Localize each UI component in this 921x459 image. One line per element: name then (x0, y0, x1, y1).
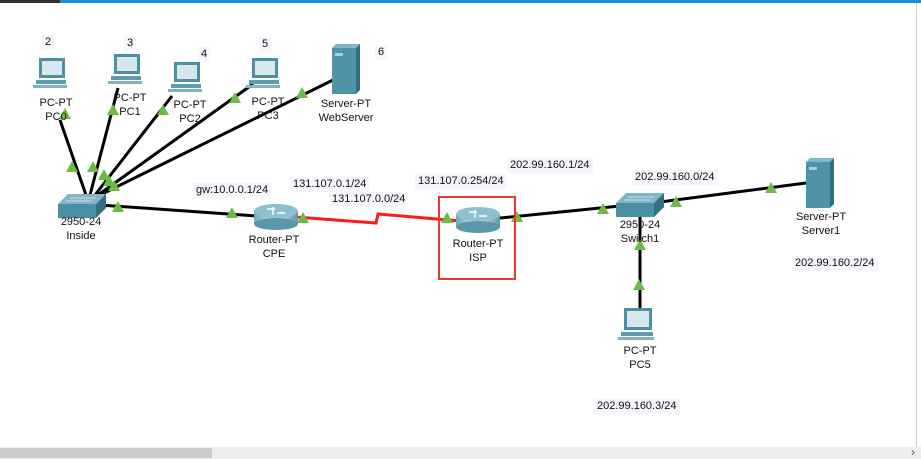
server1-label: Server-PT Server1 (796, 210, 846, 238)
port-indicator (597, 203, 609, 214)
device-model: PC-PT (39, 97, 73, 109)
server1-icon[interactable] (804, 158, 836, 210)
note-wan-network[interactable]: 131.107.0.0/24 (329, 192, 409, 207)
note-number[interactable]: 4 (198, 47, 211, 62)
note-isp-wan[interactable]: 131.107.0.254/24 (415, 174, 507, 189)
device-model: PC-PT (623, 345, 657, 357)
canvas-right-edge (916, 3, 917, 447)
link-switch1-server1 (659, 181, 807, 204)
pc2-label: PC-PT PC2 (174, 98, 207, 126)
port-indicator (441, 212, 453, 223)
top-bar-segment (0, 0, 60, 3)
pc1-label: PC-PT PC1 (114, 91, 147, 119)
cpe-label: Router-PT CPE (249, 233, 300, 261)
device-model: Server-PT (320, 98, 372, 110)
note-number[interactable]: 2 (42, 35, 55, 50)
pc1-icon[interactable] (108, 52, 148, 88)
links-layer (58, 78, 807, 308)
device-name: PC2 (179, 113, 201, 125)
port-indicator (59, 108, 71, 119)
device-model: PC-PT (173, 99, 207, 111)
port-indicator (98, 169, 110, 180)
note-isp-lan[interactable]: 202.99.160.1/24 (507, 158, 593, 173)
pc0-label: PC-PT PC0 (40, 96, 73, 124)
device-name: PC0 (45, 111, 67, 123)
port-indicator (103, 175, 115, 186)
top-accent-bar (0, 0, 921, 3)
pc3-label: PC-PT PC3 (252, 95, 285, 123)
note-cpe-wan[interactable]: 131.107.0.1/24 (290, 177, 370, 192)
device-model: 2950-24 (60, 216, 102, 228)
port-indicator (226, 207, 238, 218)
scroll-right-arrow-icon[interactable]: › (911, 445, 915, 459)
note-gateway[interactable]: gw:10.0.0.1/24 (193, 183, 272, 198)
isp-router-icon[interactable] (455, 205, 501, 235)
horizontal-scrollbar[interactable]: › (0, 445, 921, 459)
pc5-icon[interactable] (618, 306, 662, 346)
port-indicator (87, 161, 99, 172)
note-lan-network[interactable]: 202.99.160.0/24 (632, 170, 718, 185)
port-indicator (765, 182, 777, 193)
device-name: PC3 (257, 110, 279, 122)
link-inside-pc0 (58, 119, 88, 196)
webserver-label: Server-PT WebServer (319, 97, 374, 125)
pc5-label: PC-PT PC5 (624, 344, 657, 372)
note-number[interactable]: 5 (259, 37, 272, 52)
note-pc5-ip[interactable]: 202.99.160.3/24 (594, 399, 680, 414)
port-indicator (297, 212, 309, 223)
port-indicator (112, 201, 124, 212)
port-indicator (66, 161, 78, 172)
port-indicator (108, 180, 120, 191)
device-model: Server-PT (795, 211, 847, 223)
port-indicator (229, 92, 241, 103)
device-name: Server1 (801, 225, 841, 237)
scrollbar-thumb[interactable] (0, 448, 212, 458)
isp-selection-highlight (438, 196, 516, 280)
device-name: Switch1 (620, 233, 660, 245)
port-indicator (670, 196, 682, 207)
pc3-icon[interactable] (246, 56, 286, 92)
device-name: ISP (469, 252, 487, 264)
port-indicator (633, 279, 645, 290)
device-model: PC-PT (251, 96, 285, 108)
device-model: Router-PT (248, 234, 300, 246)
pc0-icon[interactable] (33, 56, 73, 92)
device-model: 2950-24 (619, 219, 661, 231)
port-indicator (157, 104, 169, 115)
link-cpe-isp-serial (294, 212, 461, 225)
device-name: PC5 (629, 359, 651, 371)
device-name: WebServer (318, 112, 374, 124)
device-model: PC-PT (113, 92, 147, 104)
device-name: CPE (262, 248, 286, 260)
port-indicator (107, 104, 119, 115)
note-number[interactable]: 6 (375, 45, 388, 60)
webserver-icon[interactable] (330, 44, 362, 96)
link-inside-webserver (99, 78, 334, 197)
pc2-icon[interactable] (168, 60, 208, 96)
device-name: PC1 (119, 106, 141, 118)
isp-label: Router-PT ISP (453, 237, 504, 265)
inside-switch-icon[interactable] (56, 192, 108, 222)
device-name: Inside (66, 230, 96, 242)
note-server1-ip[interactable]: 202.99.160.2/24 (792, 256, 878, 271)
port-indicator (634, 239, 646, 250)
cpe-router-icon[interactable] (253, 202, 299, 232)
port-indicator (296, 87, 308, 98)
link-inside-pc3 (97, 82, 254, 197)
link-isp-switch1 (499, 204, 621, 220)
device-model: Router-PT (452, 238, 504, 250)
switch1-icon[interactable] (614, 191, 666, 221)
note-number[interactable]: 3 (124, 36, 137, 51)
topology-canvas[interactable]: PC-PT PC0 PC-PT PC1 PC-PT PC2 PC-PT PC3 Serv… (0, 3, 916, 447)
